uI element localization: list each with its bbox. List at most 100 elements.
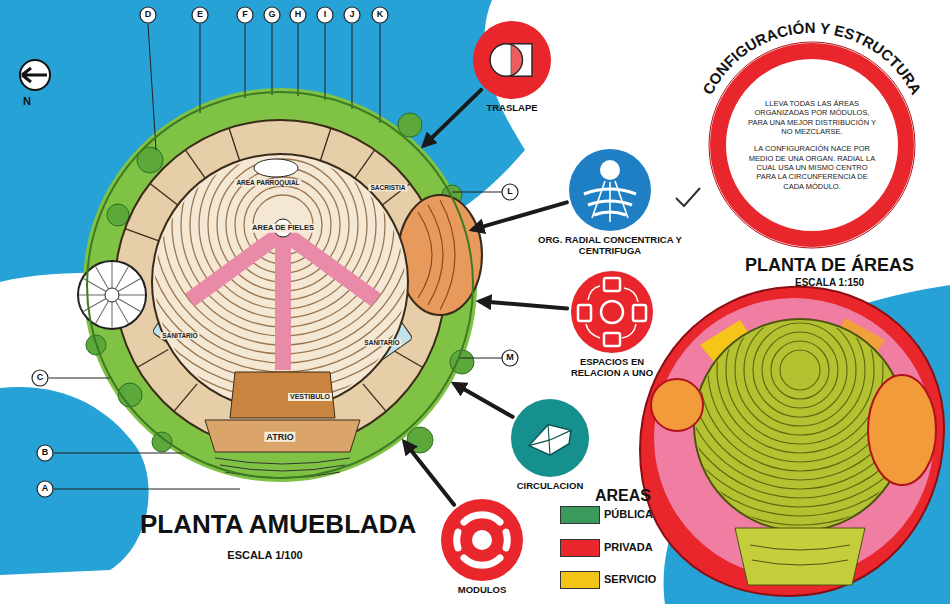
- grid-label: C: [37, 373, 44, 383]
- grid-leaders: [452, 192, 502, 193]
- scale-note: ESCALA 1/100: [227, 549, 302, 561]
- areas-plan: [654, 224, 946, 516]
- furnished-plan: [109, 51, 457, 399]
- grid-leaders: [200, 24, 201, 113]
- grid-leaders: [49, 24, 502, 489]
- concept-icon: [588, 286, 600, 300]
- concept-icon: [571, 271, 653, 353]
- plan-outline: [85, 90, 475, 480]
- areas-plan: [780, 350, 820, 390]
- arrow-connector: [405, 443, 454, 505]
- ground: [0, 387, 149, 575]
- furnished-plan: [118, 299, 141, 312]
- furnished-plan: [215, 458, 350, 478]
- grid-bubbles: [37, 481, 53, 497]
- furnished-plan: [96, 266, 109, 289]
- furnished-plan: [205, 420, 360, 452]
- grid-leaders: [245, 24, 246, 98]
- furnished-plan: [275, 232, 291, 370]
- room-label: VESTIBULO: [288, 393, 332, 401]
- grid-leaders: [458, 358, 502, 359]
- concept-icon: [586, 324, 600, 338]
- grid-label: G: [268, 10, 275, 20]
- areas-plan: [645, 215, 950, 525]
- furnished-plan: [283, 232, 376, 300]
- grid-bubbles: [290, 7, 306, 23]
- arrow-connector: [455, 384, 513, 417]
- areas-plan: [640, 287, 944, 596]
- grid-bubbles: [37, 445, 53, 461]
- plan-node: AREA PARROQUIALSACRISTIAAREA DE FIELESSA…: [85, 90, 475, 480]
- furnished-plan: [174, 384, 197, 412]
- legend-swatch: [560, 539, 600, 557]
- arrow-connector: [473, 202, 567, 229]
- drawing-title: PLANTA DE ÁREAS: [745, 256, 914, 276]
- furnished-plan: [107, 204, 129, 226]
- room-label: SACRISTIA: [368, 184, 407, 191]
- concept-icon: [601, 301, 623, 323]
- grid-bubbles: [32, 7, 518, 497]
- concept-icon: [464, 558, 500, 565]
- concept-node: TRASLAPE: [450, 20, 574, 114]
- north-arrow: [20, 60, 50, 90]
- concept-circle: [568, 148, 652, 232]
- areas-plan: [771, 341, 829, 399]
- furnished-plan: [79, 295, 105, 296]
- concept-icon: [622, 324, 636, 338]
- grid-leaders: [54, 489, 240, 490]
- grid-label: D: [145, 10, 152, 20]
- areas-plan: [762, 332, 838, 408]
- furnished-plan: [392, 350, 423, 368]
- areas-plan: [663, 233, 937, 507]
- areas-plan: [752, 560, 848, 565]
- furnished-plan: [254, 159, 298, 177]
- curved-heading: CONFIGURACIÓN Y ESTRUCTURA: [699, 19, 925, 97]
- furnished-plan: [230, 372, 335, 418]
- concept-circle: [570, 270, 654, 354]
- areas-plan: [717, 287, 883, 453]
- north-label: N: [23, 95, 31, 107]
- furnished-plan: [112, 262, 113, 288]
- furnished-plan: [127, 69, 439, 381]
- concept-icon: [506, 532, 507, 548]
- areas-plan: [708, 278, 892, 462]
- areas-plan: [640, 215, 950, 596]
- concept-label: ESPACIOS EN RELACION A UNO: [556, 357, 668, 379]
- grid-bubbles: [317, 7, 333, 23]
- areas-plan: [744, 314, 856, 426]
- furnished-plan: [190, 232, 376, 370]
- furnished-plan: [363, 384, 386, 412]
- scale-note: ESCALA 1:150: [795, 277, 864, 288]
- room-label: AREA PARROQUIAL: [234, 179, 301, 186]
- grid-bubbles: [344, 7, 360, 23]
- furnished-plan: [116, 301, 129, 324]
- curved-heading: CONFIGURACIÓN Y ESTRUCTURA: [699, 19, 925, 97]
- concept-icon: [592, 181, 628, 222]
- legend-swatch: [560, 571, 600, 589]
- plan-outline: [87, 92, 473, 478]
- config-body: LLEVA TODAS LAS ÁREAS ORGANIZADAS POR MÓ…: [747, 99, 877, 191]
- legend-swatch: [560, 506, 600, 524]
- furnished-plan: [150, 183, 178, 205]
- concept-icon: [609, 182, 611, 222]
- concept-icon: [464, 515, 500, 522]
- ring-edge: [709, 42, 915, 248]
- concept-icon: [624, 288, 638, 302]
- furnished-plan: [78, 51, 482, 482]
- concept-icon: [472, 530, 492, 550]
- concept-icon: [441, 499, 523, 581]
- areas-plan: [753, 323, 847, 417]
- grid-bubbles: [32, 370, 48, 386]
- concept-label: TRASLAPE: [450, 103, 574, 114]
- grid-leaders: [380, 24, 381, 123]
- furnished-plan: [354, 150, 375, 179]
- grid-label: I: [324, 10, 327, 20]
- furnished-plan: [137, 350, 168, 368]
- concept-icon: [529, 425, 571, 455]
- concept-icon: [604, 333, 620, 346]
- concept-icon: [578, 305, 591, 321]
- concept-node: MODULOS: [432, 498, 532, 596]
- concept-node: CIRCULACION: [500, 398, 600, 492]
- ring-circle: [718, 51, 906, 239]
- furnished-plan: [119, 295, 145, 296]
